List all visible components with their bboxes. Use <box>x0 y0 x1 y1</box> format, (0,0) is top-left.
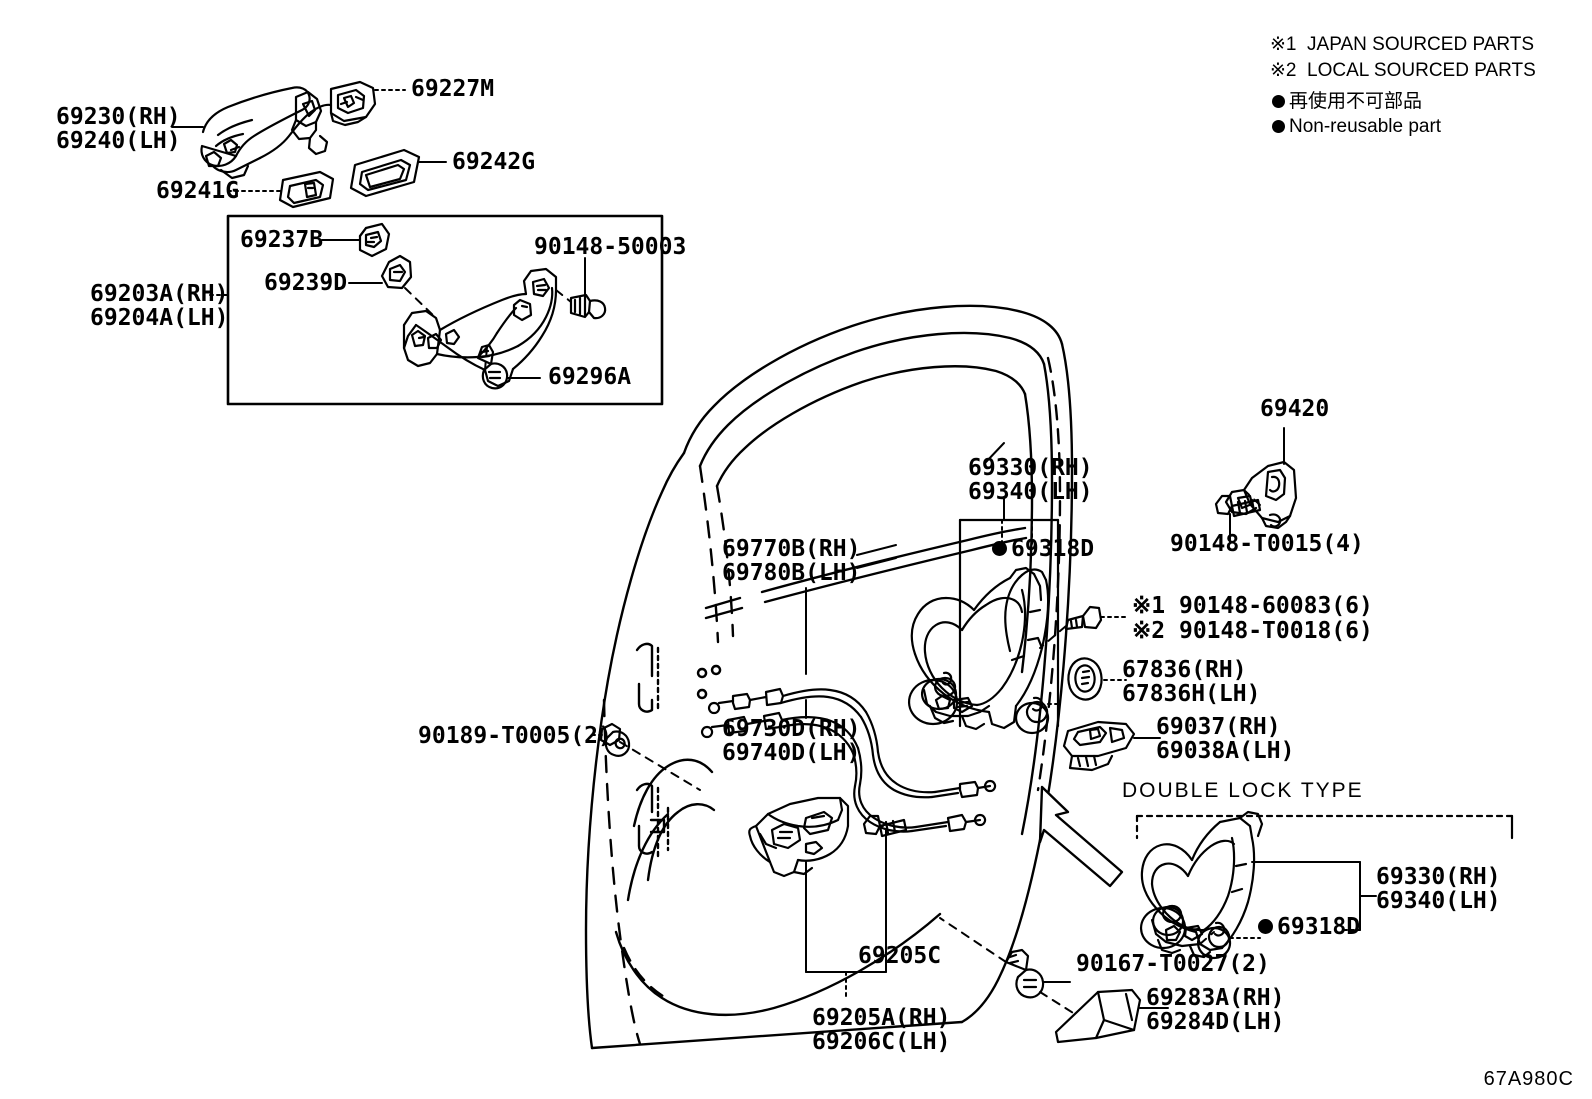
handle-cap-part <box>329 80 377 127</box>
striker-69420-part <box>1224 460 1298 530</box>
label-clip-69237b: 69237B <box>240 227 324 253</box>
label-dl-lock-assy-rh: 69330(RH) <box>1376 864 1501 890</box>
leader-lines <box>171 89 1377 1017</box>
label-lock-assy-rh: 69330(RH) <box>968 455 1093 481</box>
label-outer-handle-rh: 69230(RH) <box>56 104 181 130</box>
screw-90148-t0015-part <box>1214 494 1262 518</box>
label-grommet-69318d-row: 69318D <box>992 536 1094 563</box>
nonreusable-dot-dl-icon <box>1258 919 1273 934</box>
label-cable-69770b-rh: 69770B(RH) <box>722 536 861 562</box>
handle-bezel-part <box>349 148 421 198</box>
rear-door-outline <box>584 304 1074 1050</box>
label-handle-cover-small: 69241G <box>156 178 240 204</box>
label-double-lock-type: DOUBLE LOCK TYPE <box>1122 779 1364 802</box>
label-retainer-69038a-lh: 69038A(LH) <box>1156 738 1295 764</box>
clip-67836-part <box>1067 657 1103 701</box>
grommet-69318d-main-part <box>1014 696 1050 735</box>
label-handle-assy-rh: 69203A(RH) <box>90 281 229 307</box>
handle-assembly-inset-box <box>226 214 664 406</box>
label-dl-grommet: 69318D <box>1277 914 1361 940</box>
label-screw-90148-t0015: 90148-T0015(4) <box>1170 531 1364 557</box>
label-cable-69780b-lh: 69780B(LH) <box>722 560 861 586</box>
label-clip-90189-t0005: 90189-T0005(2) <box>418 723 612 749</box>
inner-door-handle-part <box>748 796 850 878</box>
nonreusable-dot-jp-icon <box>1272 95 1285 108</box>
clip-90189-t0005-part <box>599 722 631 757</box>
door-lock-cables-part <box>700 687 997 833</box>
double-lock-latch-part <box>1139 810 1264 959</box>
label-inner-handle-lh: 69206C(LH) <box>812 1029 951 1055</box>
handle-cover-small-part <box>278 170 335 209</box>
label-dl-lock-assy-lh: 69340(LH) <box>1376 888 1501 914</box>
legend-nonreusable-jp-row: 再使用不可部品 <box>1272 88 1422 115</box>
label-clip-67836h-lh: 67836H(LH) <box>1122 681 1261 707</box>
outer-door-handle-part <box>200 86 333 180</box>
label-cable-69730d-rh: 69730D(RH) <box>722 716 861 742</box>
label-handle-bezel: 69242G <box>452 149 536 175</box>
legend-japan-sourced: ※1 JAPAN SOURCED PARTS <box>1270 34 1535 55</box>
label-outer-handle-lh: 69240(LH) <box>56 128 181 154</box>
double-lock-box <box>1135 814 1514 840</box>
label-grommet-69318d: 69318D <box>1011 536 1095 562</box>
retainer-69037-part <box>1062 720 1136 772</box>
label-clip-69239d: 69239D <box>264 270 348 296</box>
nonreusable-dot-69318d-icon <box>992 541 1007 556</box>
legend-nonreusable-en-row: Non-reusable part <box>1272 114 1441 140</box>
label-cable-69740d-lh: 69740D(LH) <box>722 740 861 766</box>
label-retainer-69037-rh: 69037(RH) <box>1156 714 1281 740</box>
label-dl-grommet-row: 69318D <box>1258 914 1360 941</box>
clip-69237b-part <box>358 222 391 258</box>
label-lock-assy-lh: 69340(LH) <box>968 479 1093 505</box>
label-cap-69283a-rh: 69283A(RH) <box>1146 985 1285 1011</box>
bolt-90148-50003-part <box>569 293 607 320</box>
double-lock-arrow <box>1038 785 1124 888</box>
label-handle-assy-lh: 69204A(LH) <box>90 305 229 331</box>
label-screw-90167-t0027: 90167-T0027(2) <box>1076 951 1270 977</box>
legend-nonreusable-en: Non-reusable part <box>1289 116 1442 137</box>
label-bolt-90148-50003: 90148-50003 <box>534 234 687 260</box>
nonreusable-dot-en-icon <box>1272 120 1285 133</box>
legend-local-sourced: ※2 LOCAL SOURCED PARTS <box>1270 60 1536 81</box>
screw-90148-60083-part <box>1064 605 1103 631</box>
screw-90167-t0027-part <box>1004 948 1045 999</box>
cap-69283a-part <box>1054 988 1142 1044</box>
handle-frame-part <box>402 267 558 388</box>
diagram-code: 67A980C <box>1483 1068 1574 1090</box>
legend-nonreusable-jp: 再使用不可部品 <box>1289 90 1423 112</box>
door-lock-assembly-part <box>907 566 1050 731</box>
label-striker-69420: 69420 <box>1260 396 1330 422</box>
label-clip-67836-rh: 67836(RH) <box>1122 657 1247 683</box>
label-screw-local-90148-t0018: ※2 90148-T0018(6) <box>1132 618 1373 644</box>
label-inner-handle-bezel: 69205C <box>858 943 942 969</box>
screw-69296a-part <box>476 343 509 390</box>
label-cap-69284d-lh: 69284D(LH) <box>1146 1009 1285 1035</box>
label-screw-japan-90148-60083: ※1 90148-60083(6) <box>1132 593 1373 619</box>
label-screw-69296a: 69296A <box>548 364 632 390</box>
clip-69239d-part <box>380 254 413 290</box>
grommet-69318d-dl-part <box>1196 921 1232 960</box>
label-handle-cap: 69227M <box>411 76 495 102</box>
label-inner-handle-rh: 69205A(RH) <box>812 1005 951 1031</box>
